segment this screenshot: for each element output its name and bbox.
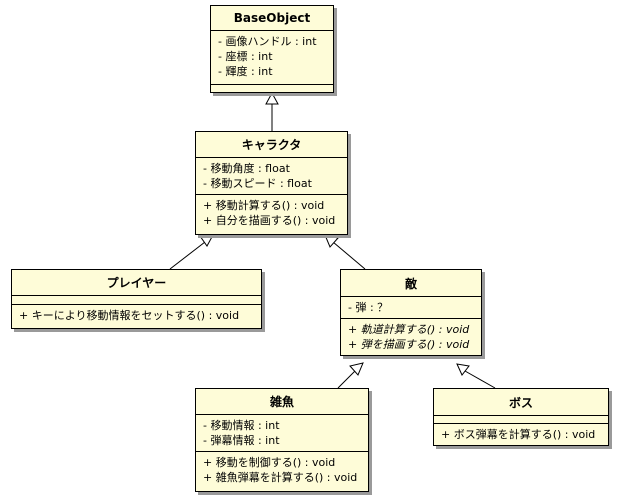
generalization-arrowhead bbox=[199, 234, 214, 247]
class-player: プレイヤー + キーにより移動情報をセットする() : void bbox=[11, 269, 262, 329]
class-base-object: BaseObject - 画像ハンドル : int - 座標 : int - 輝… bbox=[210, 5, 334, 93]
edge-player-to-character bbox=[169, 241, 206, 270]
attributes-section: - 移動情報 : int - 弾幕情報 : int bbox=[196, 415, 368, 452]
edge-boss-to-enemy bbox=[464, 370, 496, 389]
operations-section: + 軌道計算する() : void + 弾を描画する() : void bbox=[341, 319, 481, 355]
attribute: - 移動情報 : int bbox=[203, 419, 280, 432]
class-name: BaseObject bbox=[211, 6, 333, 31]
class-boss: ボス + ボス弾幕を計算する() : void bbox=[433, 388, 609, 446]
operation: + 自分を描画する() : void bbox=[203, 214, 336, 227]
operation: + 移動計算する() : void bbox=[203, 199, 325, 212]
class-minion: 雑魚 - 移動情報 : int - 弾幕情報 : int + 移動を制御する()… bbox=[195, 388, 369, 492]
class-name: キャラクタ bbox=[196, 132, 347, 158]
generalization-arrowhead bbox=[349, 362, 364, 376]
operations-section: + ボス弾幕を計算する() : void bbox=[434, 424, 608, 445]
attribute: - 弾幕情報 : int bbox=[203, 434, 280, 447]
attributes-section bbox=[12, 296, 261, 305]
attribute: - 移動スピード : float bbox=[203, 177, 312, 190]
attribute: - 移動角度 : float bbox=[203, 162, 290, 175]
edge-minion-to-enemy bbox=[337, 370, 356, 389]
operation: + 移動を制御する() : void bbox=[203, 456, 336, 469]
attributes-section: - 移動角度 : float - 移動スピード : float bbox=[196, 158, 347, 195]
class-name: 敵 bbox=[341, 270, 481, 297]
operation: + 弾を描画する() : void bbox=[348, 338, 470, 351]
attribute: - 画像ハンドル : int bbox=[218, 35, 317, 48]
operation: + キーにより移動情報をセットする() : void bbox=[19, 309, 240, 322]
operation: + 軌道計算する() : void bbox=[348, 323, 470, 336]
attribute: - 輝度 : int bbox=[218, 65, 273, 78]
class-name: 雑魚 bbox=[196, 389, 368, 415]
operations-section bbox=[211, 85, 333, 91]
attributes-section bbox=[434, 416, 608, 424]
edge-enemy-to-character bbox=[332, 241, 366, 270]
attributes-section: - 画像ハンドル : int - 座標 : int - 輝度 : int bbox=[211, 31, 333, 85]
operations-section: + 移動計算する() : void + 自分を描画する() : void bbox=[196, 195, 347, 231]
generalization-arrowhead bbox=[324, 234, 339, 248]
class-name: プレイヤー bbox=[12, 270, 261, 296]
attribute: - 座標 : int bbox=[218, 50, 273, 63]
class-character: キャラクタ - 移動角度 : float - 移動スピード : float + … bbox=[195, 131, 348, 235]
operations-section: + キーにより移動情報をセットする() : void bbox=[12, 305, 261, 326]
attribute: - 弾 : ？ bbox=[348, 301, 389, 314]
generalization-arrowhead bbox=[456, 363, 470, 376]
attributes-section: - 弾 : ？ bbox=[341, 297, 481, 319]
operation: + ボス弾幕を計算する() : void bbox=[441, 428, 596, 441]
generalization-arrowhead bbox=[265, 91, 279, 105]
class-name: ボス bbox=[434, 389, 608, 416]
operations-section: + 移動を制御する() : void + 雑魚弾幕を計算する() : void bbox=[196, 452, 368, 488]
class-enemy: 敵 - 弾 : ？ + 軌道計算する() : void + 弾を描画する() :… bbox=[340, 269, 482, 356]
operation: + 雑魚弾幕を計算する() : void bbox=[203, 471, 358, 484]
